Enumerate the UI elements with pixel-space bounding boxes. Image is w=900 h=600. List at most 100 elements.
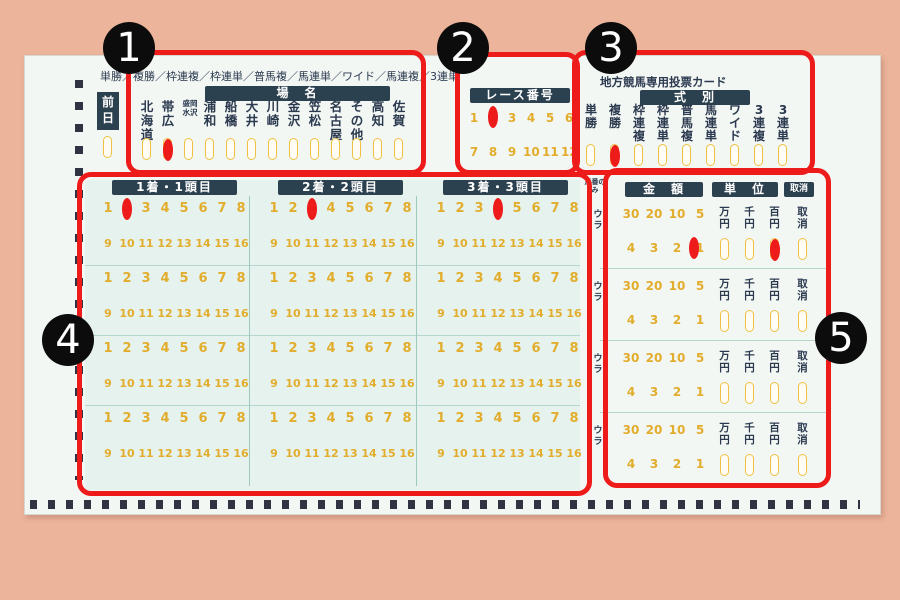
- horse-number-option[interactable]: 14: [361, 447, 377, 460]
- unit-bubble[interactable]: [720, 382, 729, 404]
- amount-option[interactable]: 3: [649, 241, 659, 255]
- horse-number-option[interactable]: 16: [233, 307, 249, 320]
- horse-number-option[interactable]: 12: [490, 447, 506, 460]
- horse-number-option[interactable]: 4: [493, 341, 503, 356]
- horse-number-option[interactable]: 15: [380, 447, 396, 460]
- bet-type-bubble[interactable]: [706, 144, 715, 166]
- horse-number-option[interactable]: 7: [550, 341, 560, 356]
- horse-number-option[interactable]: 9: [104, 307, 112, 320]
- horse-number-option[interactable]: 14: [195, 377, 211, 390]
- horse-number-option[interactable]: 13: [509, 377, 525, 390]
- unit-bubble[interactable]: [745, 382, 754, 404]
- venue-bubble[interactable]: [394, 138, 403, 160]
- bet-type-bubble[interactable]: [754, 144, 763, 166]
- horse-number-option[interactable]: 2: [455, 201, 465, 216]
- amount-option[interactable]: 5: [695, 351, 705, 365]
- horse-number-option[interactable]: 15: [380, 237, 396, 250]
- horse-number-option[interactable]: 5: [179, 201, 189, 216]
- horse-number-option[interactable]: 7: [383, 411, 393, 426]
- amount-option[interactable]: 30: [622, 279, 640, 293]
- horse-number-option[interactable]: 14: [361, 377, 377, 390]
- horse-number-option[interactable]: 10: [452, 377, 468, 390]
- horse-number-option[interactable]: 16: [399, 307, 415, 320]
- horse-number-option[interactable]: 15: [547, 237, 563, 250]
- horse-number-option[interactable]: 14: [528, 377, 544, 390]
- horse-number-option[interactable]: 11: [471, 447, 487, 460]
- horse-number-option[interactable]: 13: [176, 377, 192, 390]
- horse-number-option[interactable]: 11: [304, 307, 320, 320]
- horse-number-option[interactable]: 6: [198, 201, 208, 216]
- horse-number-option[interactable]: 14: [528, 237, 544, 250]
- race-number-option[interactable]: 8: [488, 145, 498, 159]
- amount-option[interactable]: 2: [672, 241, 682, 255]
- horse-number-option[interactable]: 8: [236, 201, 246, 216]
- horse-number-option[interactable]: 13: [176, 237, 192, 250]
- horse-number-option[interactable]: 3: [307, 271, 317, 286]
- horse-number-option[interactable]: 10: [452, 237, 468, 250]
- horse-number-option[interactable]: 1: [436, 201, 446, 216]
- horse-number-option[interactable]: 10: [119, 377, 135, 390]
- horse-number-option[interactable]: 6: [364, 411, 374, 426]
- amount-option[interactable]: 20: [645, 207, 663, 221]
- horse-number-option[interactable]: 15: [547, 447, 563, 460]
- horse-number-option[interactable]: 6: [531, 201, 541, 216]
- horse-number-option[interactable]: 5: [345, 201, 355, 216]
- horse-number-option[interactable]: 4: [493, 411, 503, 426]
- horse-number-option[interactable]: 9: [270, 447, 278, 460]
- horse-number-option[interactable]: 7: [550, 411, 560, 426]
- horse-number-option[interactable]: 9: [104, 377, 112, 390]
- horse-number-option[interactable]: 2: [122, 271, 132, 286]
- horse-number-option[interactable]: 8: [569, 271, 579, 286]
- horse-number-option[interactable]: 9: [437, 447, 445, 460]
- horse-number-option[interactable]: 6: [198, 341, 208, 356]
- horse-number-option[interactable]: 2: [455, 411, 465, 426]
- horse-number-option[interactable]: 12: [157, 447, 173, 460]
- horse-number-option[interactable]: 11: [138, 377, 154, 390]
- bet-type-bubble[interactable]: [586, 144, 595, 166]
- horse-number-option[interactable]: 11: [471, 307, 487, 320]
- bet-type-bubble[interactable]: [634, 144, 643, 166]
- amount-option[interactable]: 1: [695, 313, 705, 327]
- horse-number-option[interactable]: 11: [304, 377, 320, 390]
- horse-number-option[interactable]: 3: [141, 411, 151, 426]
- horse-number-option[interactable]: 8: [569, 411, 579, 426]
- horse-number-option[interactable]: 4: [326, 201, 336, 216]
- venue-bubble[interactable]: [310, 138, 319, 160]
- horse-number-option[interactable]: 7: [217, 341, 227, 356]
- horse-number-option[interactable]: 8: [402, 201, 412, 216]
- unit-bubble[interactable]: [720, 238, 729, 260]
- horse-number-option[interactable]: 3: [474, 271, 484, 286]
- horse-number-option[interactable]: 13: [509, 307, 525, 320]
- horse-number-option[interactable]: 2: [455, 271, 465, 286]
- unit-bubble[interactable]: [720, 454, 729, 476]
- horse-number-option[interactable]: 3: [141, 271, 151, 286]
- horse-number-option[interactable]: 7: [550, 201, 560, 216]
- horse-number-option[interactable]: 5: [512, 411, 522, 426]
- horse-number-option[interactable]: 14: [528, 307, 544, 320]
- horse-number-option[interactable]: 1: [436, 271, 446, 286]
- amount-option[interactable]: 20: [645, 351, 663, 365]
- horse-number-option[interactable]: 3: [141, 201, 151, 216]
- horse-number-option[interactable]: 4: [160, 201, 170, 216]
- horse-number-option[interactable]: 16: [399, 377, 415, 390]
- horse-number-option[interactable]: 3: [474, 341, 484, 356]
- horse-number-option[interactable]: 4: [326, 411, 336, 426]
- horse-number-option[interactable]: 15: [547, 307, 563, 320]
- amount-option[interactable]: 10: [668, 351, 686, 365]
- venue-bubble[interactable]: [289, 138, 298, 160]
- horse-number-option[interactable]: 10: [285, 447, 301, 460]
- race-number-option[interactable]: 11: [542, 145, 559, 159]
- horse-number-option[interactable]: 9: [437, 237, 445, 250]
- venue-bubble[interactable]: [163, 138, 173, 161]
- horse-number-option[interactable]: 6: [364, 271, 374, 286]
- horse-number-option[interactable]: 8: [402, 341, 412, 356]
- venue-bubble[interactable]: [331, 138, 340, 160]
- horse-number-option[interactable]: 9: [270, 237, 278, 250]
- horse-number-option[interactable]: 6: [364, 341, 374, 356]
- horse-number-option[interactable]: 12: [490, 237, 506, 250]
- race-number-option[interactable]: 9: [507, 145, 517, 159]
- horse-number-option[interactable]: 3: [474, 201, 484, 216]
- horse-number-option[interactable]: 15: [380, 307, 396, 320]
- horse-number-option[interactable]: 4: [493, 271, 503, 286]
- horse-number-option[interactable]: 16: [566, 377, 582, 390]
